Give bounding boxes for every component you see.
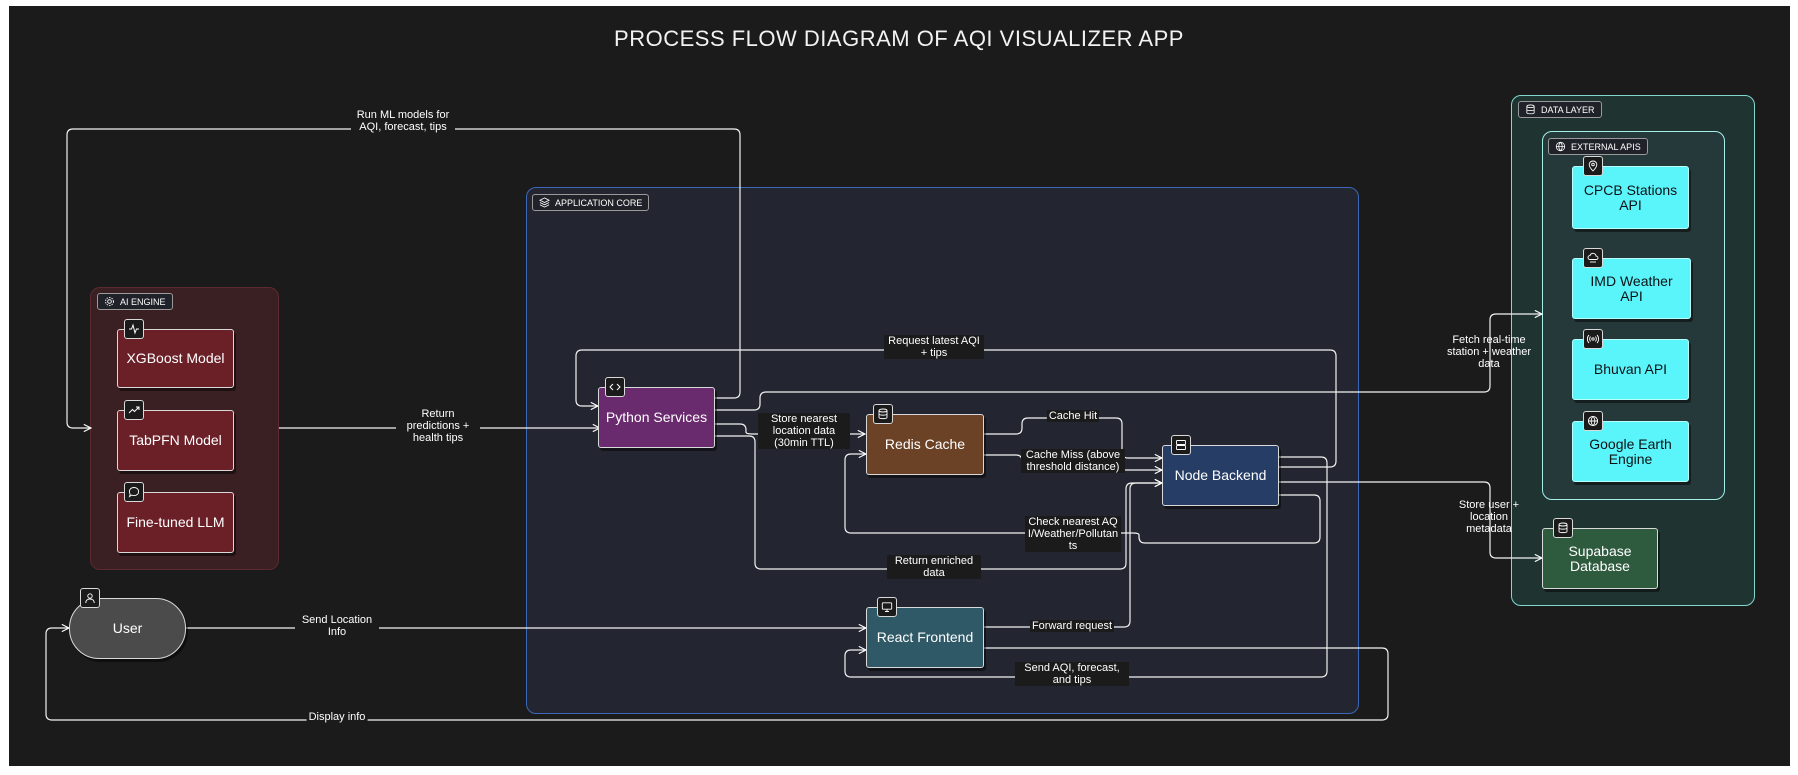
- external-apis-label-text: EXTERNAL APIS: [1571, 141, 1641, 152]
- ai-engine-label: AI ENGINE: [97, 293, 173, 310]
- chat-bubble-icon: [124, 482, 144, 502]
- broadcast-icon: [1583, 329, 1603, 349]
- activity-icon: [124, 319, 144, 339]
- react-frontend-label: React Frontend: [876, 629, 974, 645]
- database-icon: [1553, 518, 1573, 538]
- supabase-database-label: Supabase Database: [1568, 542, 1632, 574]
- label-cache-miss: Cache Miss (above threshold distance): [1021, 449, 1125, 473]
- label-return-enriched: Return enriched data: [887, 555, 981, 579]
- bhuvan-api-label: Bhuvan API: [1593, 361, 1668, 377]
- tabpfn-model-node[interactable]: TabPFN Model: [117, 400, 234, 471]
- user-node[interactable]: User: [69, 588, 186, 659]
- edge-check-nearest: [844, 454, 1321, 544]
- trending-up-icon: [124, 400, 144, 420]
- label-return-predictions: Return predictions + health tips: [396, 408, 480, 444]
- cpcb-stations-api-label: CPCB Stations API: [1583, 181, 1678, 213]
- data-layer-label: DATA LAYER: [1518, 101, 1602, 118]
- react-frontend-node[interactable]: React Frontend: [866, 597, 984, 668]
- redis-cache-node[interactable]: Redis Cache: [866, 404, 984, 475]
- monitor-icon: [877, 597, 897, 617]
- google-earth-engine-label: Google Earth Engine: [1589, 435, 1672, 467]
- edge-store-user: [1279, 481, 1542, 558]
- edge-python-to-apis: [715, 314, 1542, 411]
- redis-cache-label: Redis Cache: [884, 436, 966, 452]
- label-run-ml: Run ML models for AQI, forecast, tips: [351, 109, 455, 133]
- imd-weather-api-node[interactable]: IMD Weather API: [1572, 248, 1691, 319]
- edge-forward-request: [984, 483, 1162, 628]
- xgboost-model-node[interactable]: XGBoost Model: [117, 319, 234, 388]
- globe-icon: [1583, 411, 1603, 431]
- node-backend-node[interactable]: Node Backend: [1162, 435, 1279, 506]
- label-store-nearest: Store nearest location data (30min TTL): [758, 413, 850, 449]
- node-backend-label: Node Backend: [1174, 467, 1267, 483]
- database-icon: [1526, 104, 1535, 115]
- gear-icon: [105, 297, 114, 306]
- label-display-info: Display info: [306, 711, 368, 723]
- xgboost-model-label: XGBoost Model: [126, 350, 225, 366]
- page-title: PROCESS FLOW DIAGRAM OF AQI VISUALIZER A…: [614, 26, 1184, 51]
- ai-engine-label-text: AI ENGINE: [120, 296, 166, 307]
- application-core-label: APPLICATION CORE: [532, 194, 650, 211]
- label-forward-request: Forward request: [1029, 620, 1115, 632]
- layers-icon: [539, 197, 550, 208]
- label-store-user: Store user + location metadata: [1458, 499, 1520, 535]
- label-check-nearest: Check nearest AQI/Weather/Pollutants: [1025, 516, 1121, 552]
- python-services-node[interactable]: Python Services: [598, 377, 715, 448]
- fine-tuned-llm-label: Fine-tuned LLM: [126, 514, 225, 530]
- label-send-aqi: Send AQI, forecast, and tips: [1015, 662, 1129, 686]
- bhuvan-api-node[interactable]: Bhuvan API: [1572, 329, 1689, 400]
- imd-weather-api-label: IMD Weather API: [1590, 272, 1673, 304]
- google-earth-engine-node[interactable]: Google Earth Engine: [1572, 411, 1689, 482]
- server-icon: [1171, 435, 1191, 455]
- external-apis-label: EXTERNAL APIS: [1548, 138, 1648, 155]
- python-services-label: Python Services: [605, 409, 708, 425]
- tabpfn-model-label: TabPFN Model: [129, 432, 222, 448]
- label-fetch-realtime: Fetch real-time station + weather data: [1446, 334, 1532, 370]
- user-icon: [80, 588, 100, 608]
- label-cache-hit: Cache Hit: [1046, 410, 1100, 422]
- database-icon: [873, 404, 893, 424]
- code-icon: [605, 377, 625, 397]
- label-send-location: Send Location Info: [295, 614, 379, 638]
- user-label: User: [112, 620, 143, 636]
- map-pin-icon: [1583, 156, 1603, 176]
- label-request-latest: Request latest AQI + tips: [884, 335, 984, 359]
- supabase-database-node[interactable]: Supabase Database: [1542, 518, 1658, 589]
- application-core-label-text: APPLICATION CORE: [555, 197, 643, 208]
- edge-store-nearest: [715, 423, 865, 434]
- edge-display-info: [45, 628, 1389, 721]
- globe-icon: [1555, 141, 1566, 152]
- cpcb-stations-api-node[interactable]: CPCB Stations API: [1572, 156, 1689, 229]
- cloud-rain-icon: [1583, 248, 1603, 268]
- fine-tuned-llm-node[interactable]: Fine-tuned LLM: [117, 482, 234, 553]
- data-layer-label-text: DATA LAYER: [1541, 104, 1595, 115]
